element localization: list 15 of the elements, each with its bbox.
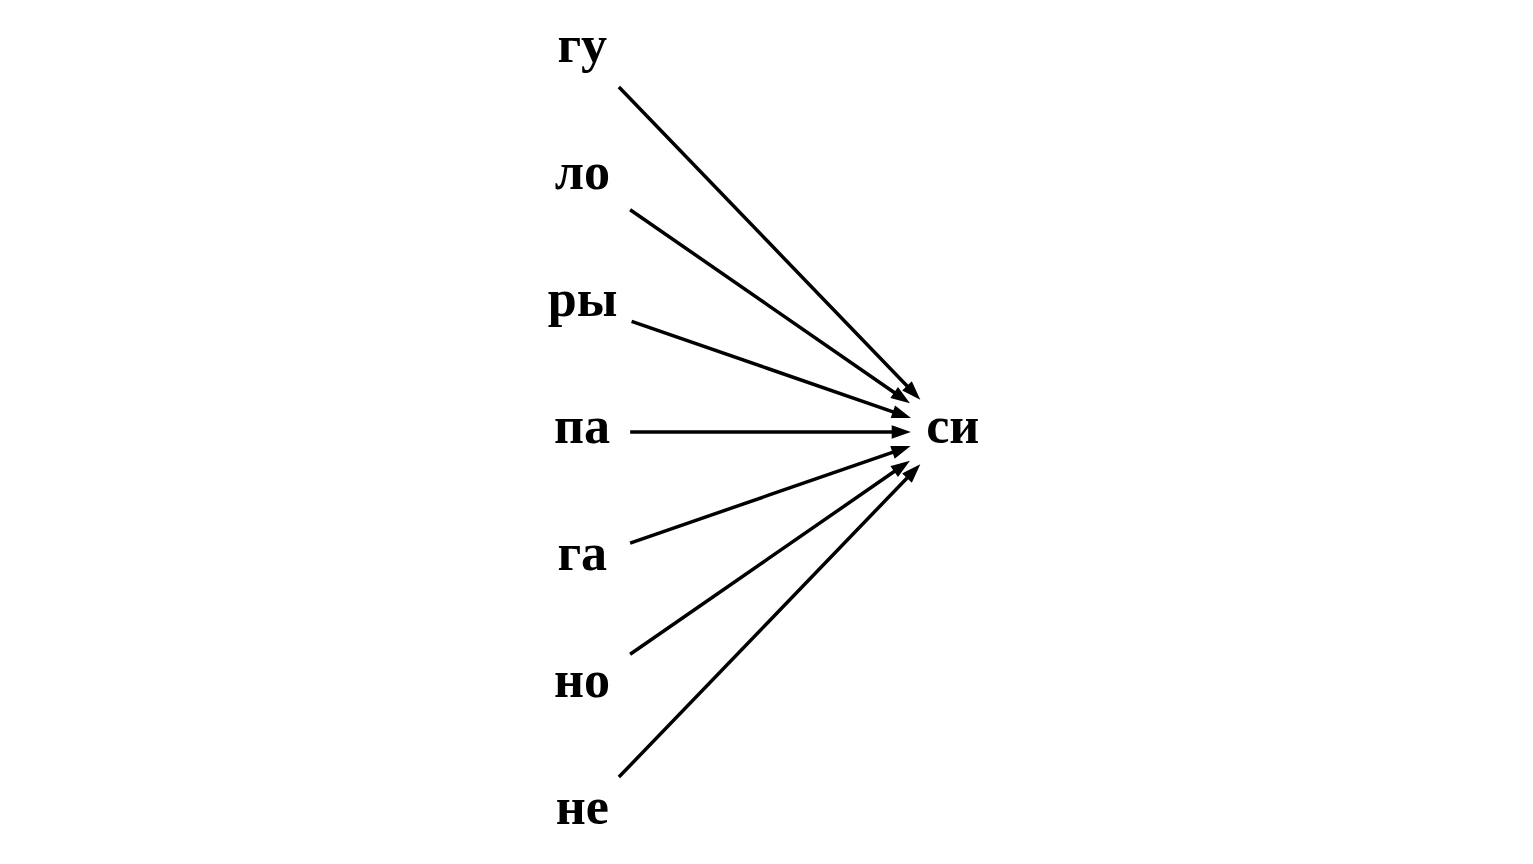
arrow: [617, 85, 920, 400]
node-text: гу: [556, 16, 607, 74]
arrow: [630, 319, 911, 419]
node-text: не: [555, 778, 609, 836]
node-text: па: [553, 397, 610, 455]
node-text: си: [925, 397, 979, 455]
arrow: [628, 208, 910, 404]
node-text: но: [553, 651, 610, 709]
node-text: ло: [554, 143, 610, 201]
arrow: [617, 464, 920, 779]
arrow: [629, 425, 911, 439]
arrow: [628, 460, 910, 656]
node-text: ры: [547, 270, 618, 328]
arrow: [629, 446, 911, 545]
node-text: га: [556, 524, 607, 582]
